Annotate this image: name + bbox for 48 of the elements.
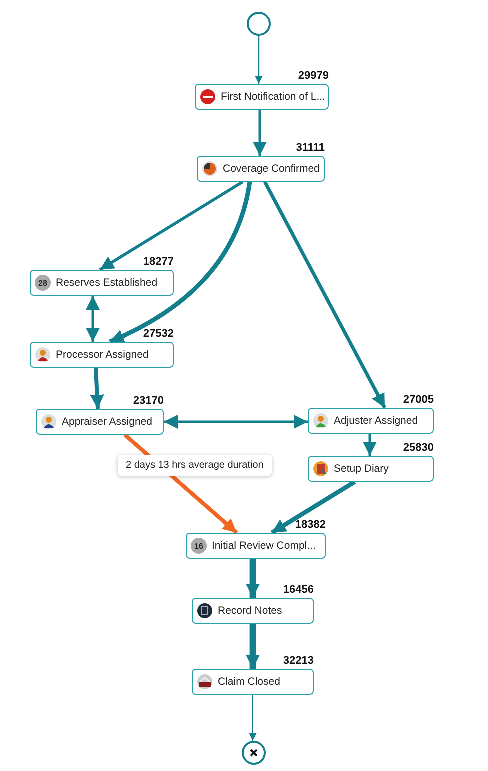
arrow [109,182,252,344]
frequency-count: 25830 [403,442,434,454]
count-badge: 28 [35,275,51,291]
frequency-count: 31111 [296,142,325,154]
arrow [164,415,308,429]
activity-label: Coverage Confirmed [223,163,320,175]
activity-box [308,456,434,482]
arrow [99,180,244,272]
activity-box [308,408,434,434]
arrow [86,296,100,342]
activity-label: Adjuster Assigned [334,415,418,427]
arrow [255,36,263,84]
activity-box [30,270,174,296]
activity-label: Processor Assigned [56,349,149,361]
arrow [363,434,377,456]
activity-box [30,342,174,368]
activity-box [195,84,329,110]
arrow [270,480,356,535]
activity-box [192,669,314,695]
frequency-count: 32213 [283,655,314,667]
activity-box [197,156,325,182]
arrow [263,181,387,409]
arrow [253,110,267,156]
activity-label: Record Notes [218,605,282,617]
arrow [249,694,257,742]
activity-label: Appraiser Assigned [62,416,152,428]
activity-label: Setup Diary [334,463,389,475]
activity-box [192,598,314,624]
activity-label: Reserves Established [56,277,158,289]
edge-label: 2 days 13 hrs average duration [118,455,272,476]
activity-label: Claim Closed [218,676,280,688]
end-circle [242,741,266,765]
activity-label: First Notification of L... [221,91,326,103]
arrow [246,559,260,598]
frequency-count: 27005 [403,394,434,406]
activity-label: Initial Review Compl... [212,540,316,552]
frequency-count: 18382 [295,519,326,531]
frequency-count: 16456 [283,584,314,596]
frequency-count: 27532 [143,328,174,340]
activity-box [186,533,326,559]
arrow [90,368,104,410]
frequency-count: 18277 [143,256,174,268]
activity-box [36,409,164,435]
frequency-count: 29979 [298,70,329,82]
start-circle [247,12,271,36]
frequency-count: 23170 [133,395,164,407]
arrow [246,624,260,669]
count-badge: 16 [191,538,207,554]
